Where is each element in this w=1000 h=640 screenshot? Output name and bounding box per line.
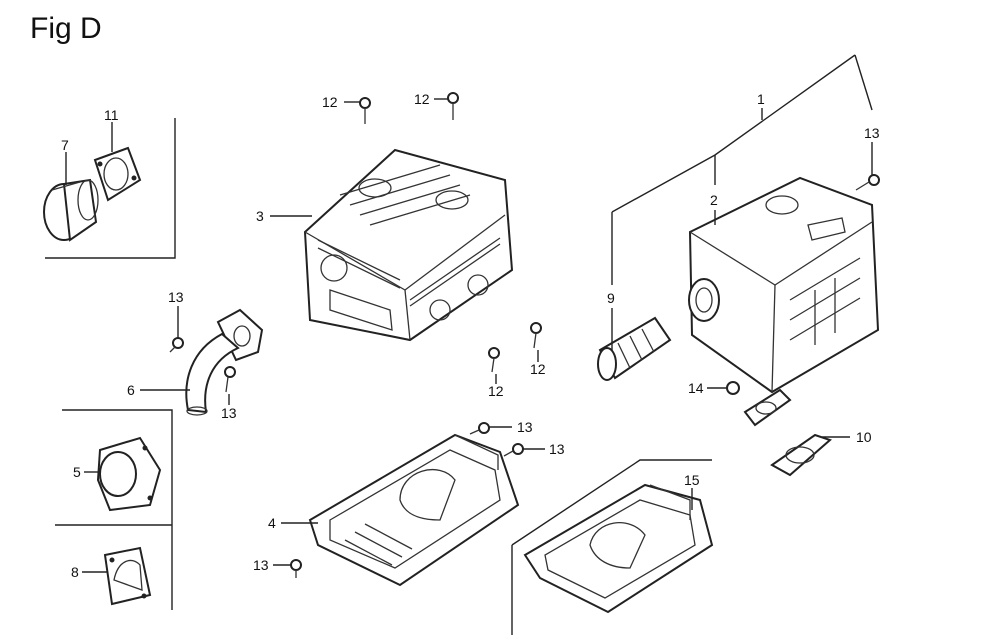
- label-6: 6: [127, 382, 135, 398]
- figure-title: Fig D: [30, 12, 102, 45]
- bolt-12-a: [359, 97, 371, 124]
- callout-labels: 1 2 13 9 3 7 11 12 12 12 12 13 13 6 14 1…: [61, 91, 880, 580]
- label-12-a: 12: [322, 94, 338, 110]
- label-2: 2: [710, 192, 718, 208]
- bolts: [169, 92, 880, 578]
- label-14: 14: [688, 380, 704, 396]
- part-4-protector-base: [308, 433, 520, 587]
- label-4: 4: [268, 515, 276, 531]
- bolt-13-c: [224, 366, 236, 393]
- label-7: 7: [61, 137, 69, 153]
- part-9-spark-arrester: [597, 316, 672, 381]
- part-8-deflector: [103, 546, 152, 606]
- label-13-left-a: 13: [168, 289, 184, 305]
- bolt-13-b: [169, 337, 184, 353]
- label-9: 9: [607, 290, 615, 306]
- part-5-end-cap: [96, 436, 162, 512]
- label-10: 10: [856, 429, 872, 445]
- label-13-mid-b: 13: [549, 441, 565, 457]
- part-3-muffler-cover: [303, 148, 514, 342]
- bolt-13-e: [503, 443, 524, 457]
- label-11: 11: [104, 107, 119, 123]
- label-13-bottom: 13: [253, 557, 269, 573]
- leader-lines: [65, 54, 873, 573]
- part-10-gasket: [770, 433, 832, 477]
- bolt-13-f: [290, 559, 302, 578]
- label-12-d: 12: [488, 383, 504, 399]
- label-13-left-b: 13: [221, 405, 237, 421]
- part-7-muffler-cap: [43, 178, 99, 242]
- label-5: 5: [73, 464, 81, 480]
- part-11-flange-gasket: [93, 146, 142, 202]
- bolt-13-a: [855, 174, 880, 191]
- bolt-13-d: [469, 422, 490, 435]
- label-13-mid-a: 13: [517, 419, 533, 435]
- bolt-12-c: [530, 322, 542, 349]
- part-2-muffler-body: [688, 176, 880, 394]
- label-8: 8: [71, 564, 79, 580]
- label-13-top-right: 13: [864, 125, 880, 141]
- label-12-c: 12: [530, 361, 546, 377]
- section-dividers: [45, 118, 712, 635]
- label-3: 3: [256, 208, 264, 224]
- label-15: 15: [684, 472, 700, 488]
- label-1: 1: [757, 91, 765, 107]
- part-15-protector-base: [523, 483, 714, 614]
- bolt-12-d: [488, 347, 500, 373]
- part-6-exhaust-pipe: [185, 308, 264, 416]
- part-14-exhaust-gasket: [726, 381, 792, 427]
- bolt-12-b: [447, 92, 459, 120]
- label-12-b: 12: [414, 91, 430, 107]
